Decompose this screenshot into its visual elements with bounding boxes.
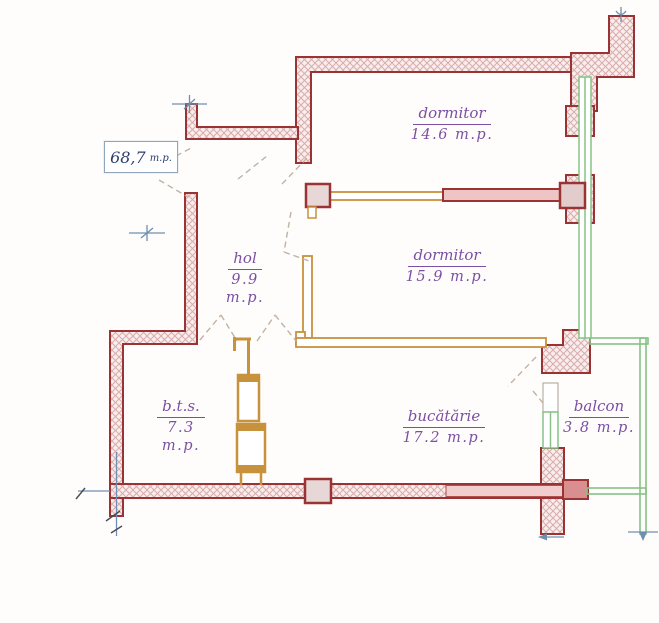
pillar-divider (304, 182, 332, 209)
room-name: bucătărie (402, 407, 486, 428)
room-name: balcon (568, 397, 630, 418)
total-area-unit: m.p. (149, 153, 172, 164)
pillar-balcony-upper (540, 447, 565, 487)
pillar-bottom (303, 477, 333, 505)
room-area: 7.3 m.p. (161, 419, 201, 454)
axis-topright-tick (615, 7, 627, 22)
door-bucatarie (256, 314, 297, 342)
wall-kitchen-orange (295, 337, 547, 348)
door-entrance (158, 146, 194, 198)
stub-bottom-right (562, 479, 589, 500)
total-area-box: 68,7 m.p. (104, 141, 178, 173)
door-swings (158, 146, 544, 404)
room-name: dormitor (408, 246, 486, 267)
door-dormitor-1 (237, 155, 309, 185)
room-label-bucatarie: bucătărie 17.2 m.p. (392, 406, 496, 447)
door-dormitor-2 (283, 211, 310, 262)
room-area: 9.9 m.p. (225, 271, 265, 306)
room-label-bts: b.t.s. 7.3 m.p. (146, 396, 216, 455)
balcony-door-frame (542, 382, 559, 413)
window-kitchen-balcony (542, 411, 559, 449)
pillar-balcony-lower (540, 495, 565, 535)
shaft-detail (233, 337, 267, 485)
door-bts (199, 314, 238, 342)
wall-divider-orange (329, 191, 444, 201)
axis-topleft (172, 95, 207, 113)
stub-divider-orange (307, 206, 317, 219)
wall-hol-partition (302, 255, 313, 339)
wall-divider-red (442, 188, 565, 202)
room-area: 15.9 m.p. (405, 268, 489, 285)
axis-arrowheads (538, 532, 647, 541)
wall-divider-head (558, 181, 587, 210)
room-area: 17.2 m.p. (402, 429, 486, 446)
room-name: dormitor (413, 104, 491, 125)
axis-left-stub (129, 225, 165, 241)
door-balcon (507, 356, 544, 404)
total-area-value: 68,7 (110, 147, 146, 167)
room-label-dormitor-1: dormitor 14.6 m.p. (398, 103, 506, 144)
room-label-dormitor-2: dormitor 15.9 m.p. (393, 245, 501, 286)
wall-left-hol-bts (109, 192, 198, 517)
room-name: b.t.s. (157, 397, 205, 418)
break-marks (75, 487, 123, 534)
room-label-balcon: balcon 3.8 m.p. (561, 396, 637, 437)
room-name: hol (228, 249, 262, 270)
room-area: 14.6 m.p. (410, 126, 494, 143)
wall-bottom-red-segment (445, 485, 565, 497)
room-area: 3.8 m.p. (563, 419, 635, 436)
wall-topleft (185, 103, 299, 140)
room-label-hol: hol 9.9 m.p. (214, 248, 276, 307)
